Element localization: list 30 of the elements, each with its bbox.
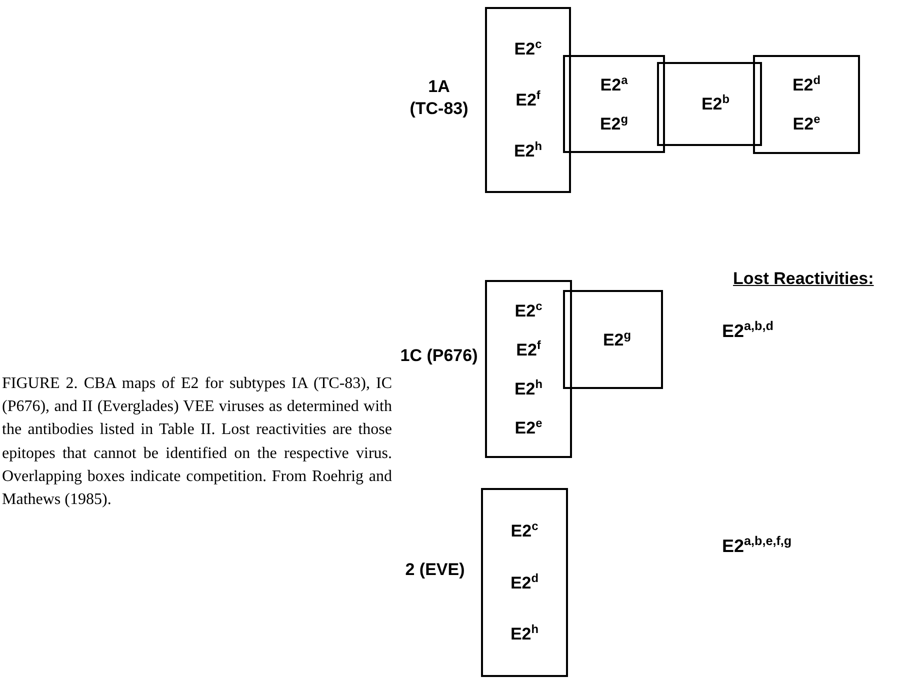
epitope-box	[657, 62, 762, 146]
epitope-box	[563, 55, 665, 153]
epitope-box	[485, 280, 572, 458]
lost-epitopes: E2$^{a,b,d}$	[722, 318, 774, 343]
virus-label: 2 (EVE)	[404, 558, 466, 580]
epitope-label: E2$^{g}$	[602, 328, 632, 350]
figure-caption: FIGURE 2. CBA maps of E2 for subtypes IA (TC-83), IC (P676), and II (Everglades) VEE viruses as determined with the antibodies listed in Table II. Lost reactivities are those epitopes that cannot be identified on the respective virus. Overlapping boxes indicate competition. From Roehrig and Mathews (1985).	[2, 374, 392, 510]
epitope-label: E2$^{d}$	[792, 74, 821, 96]
epitope-label: E2$^{g}$	[600, 112, 628, 134]
virus-label: 1C (P676)	[399, 345, 479, 367]
epitope-label: E2$^{h}$	[514, 378, 543, 400]
virus-label: 1A (TC-83)	[408, 76, 470, 120]
heading: Lost Reactivities:	[733, 268, 874, 290]
epitope-label: E2$^{e}$	[792, 113, 820, 135]
epitope-label: E2$^{b}$	[701, 93, 730, 115]
epitope-box	[481, 488, 568, 677]
epitope-box	[563, 290, 663, 389]
epitope-label: E2$^{a}$	[600, 74, 628, 96]
epitope-label: E2$^{h}$	[510, 623, 539, 645]
epitope-label: E2$^{h}$	[514, 140, 542, 162]
epitope-label: E2$^{c}$	[510, 520, 538, 542]
epitope-label: E2$^{c}$	[514, 300, 542, 322]
epitope-box	[485, 7, 571, 193]
epitope-label: E2$^{f}$	[516, 338, 541, 360]
epitope-label: E2$^{d}$	[510, 572, 539, 594]
epitope-label: E2$^{e}$	[514, 416, 542, 438]
epitope-label: E2$^{c}$	[514, 38, 542, 60]
epitope-label: E2$^{f}$	[516, 89, 540, 111]
lost-epitopes: E2$^{a,b,e,f,g}$	[722, 533, 792, 558]
epitope-box	[753, 55, 860, 154]
